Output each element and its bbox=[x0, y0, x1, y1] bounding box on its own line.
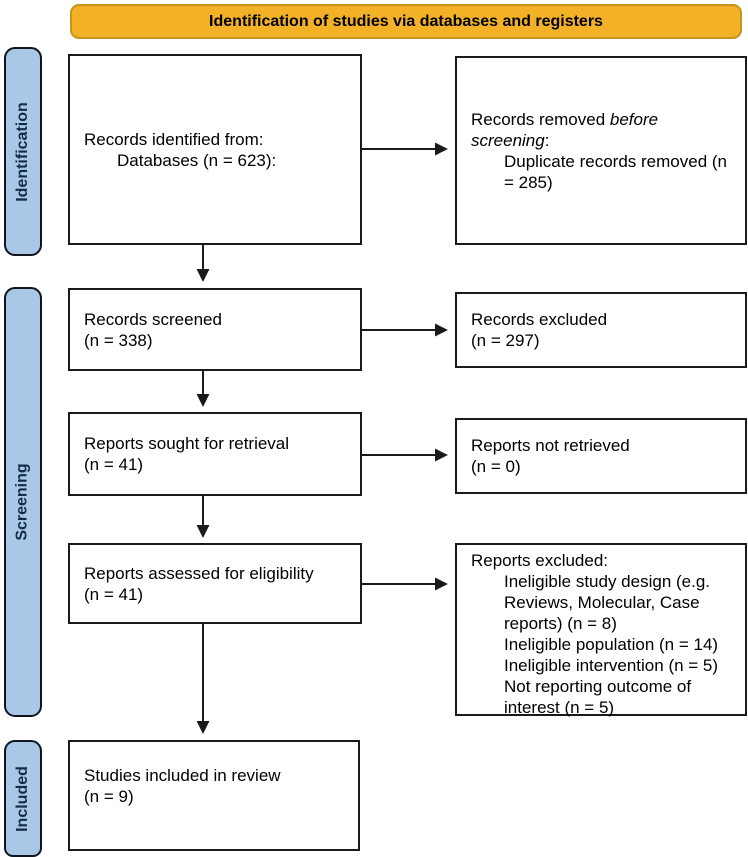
records-screened-line1: Records screened bbox=[84, 309, 222, 329]
stage-screening-label: Screening bbox=[14, 463, 32, 541]
banner-label: Identification of studies via databases … bbox=[209, 12, 603, 30]
records-excluded-line1: Records excluded bbox=[471, 310, 608, 329]
stage-identification: Identification bbox=[4, 47, 42, 256]
banner-databases-registers: Identification of studies via databases … bbox=[70, 4, 742, 39]
studies-included-line1: Studies included in review bbox=[84, 766, 281, 785]
box-reports-excluded: Reports excluded: Ineligible study desig… bbox=[455, 543, 747, 717]
box-records-screened: Records screened (n = 338) bbox=[68, 288, 362, 371]
box-records-identified: Records identified from: Databases (n = … bbox=[68, 54, 362, 245]
stage-included-label: Included bbox=[14, 765, 31, 832]
records-removed-line1: Records removed before bbox=[471, 109, 659, 129]
box-studies-included: Studies included in review (n = 9) bbox=[68, 740, 360, 851]
reports-sought-line2: (n = 41) bbox=[84, 455, 144, 474]
records-identified-line1: Records identified from: bbox=[84, 129, 264, 149]
reports-not-retrieved-line1: Reports not retrieved bbox=[471, 436, 630, 455]
stage-identification-label: Identification bbox=[14, 101, 31, 202]
box-records-excluded: Records excluded (n = 297) bbox=[455, 292, 747, 368]
stage-included: Included bbox=[4, 740, 42, 857]
records-identified-line2: Databases (n = 623): bbox=[117, 150, 277, 170]
records-excluded-line2: (n = 297) bbox=[471, 331, 540, 350]
reports-excluded-title: Reports excluded: bbox=[471, 551, 609, 570]
reports-sought-line1: Reports sought for retrieval bbox=[84, 434, 290, 453]
reports-excluded-item: Ineligible study design (e.g. Reviews, M… bbox=[504, 572, 715, 633]
records-screened-line2: (n = 338) bbox=[84, 330, 153, 350]
reports-excluded-item: Not reporting outcome of interest (n = 5… bbox=[504, 677, 696, 717]
reports-excluded-item: Ineligible population (n = 14) bbox=[504, 635, 719, 654]
records-removed-line2: screening: bbox=[471, 130, 550, 150]
studies-included-line2: (n = 9) bbox=[84, 787, 134, 806]
box-records-removed: Records removed before screening: Duplic… bbox=[455, 56, 747, 245]
reports-assessed-line1: Reports assessed for eligibility bbox=[84, 563, 314, 583]
stage-screening: Screening bbox=[4, 287, 42, 717]
records-removed-item: Duplicate records removed (n = 285) bbox=[504, 151, 732, 192]
reports-not-retrieved-line2: (n = 0) bbox=[471, 457, 521, 476]
box-reports-not-retrieved: Reports not retrieved (n = 0) bbox=[455, 418, 747, 494]
reports-assessed-line2: (n = 41) bbox=[84, 584, 144, 604]
box-reports-assessed: Reports assessed for eligibility (n = 41… bbox=[68, 543, 362, 624]
reports-excluded-item: Ineligible intervention (n = 5) bbox=[504, 656, 719, 675]
box-reports-sought: Reports sought for retrieval (n = 41) bbox=[68, 412, 362, 496]
